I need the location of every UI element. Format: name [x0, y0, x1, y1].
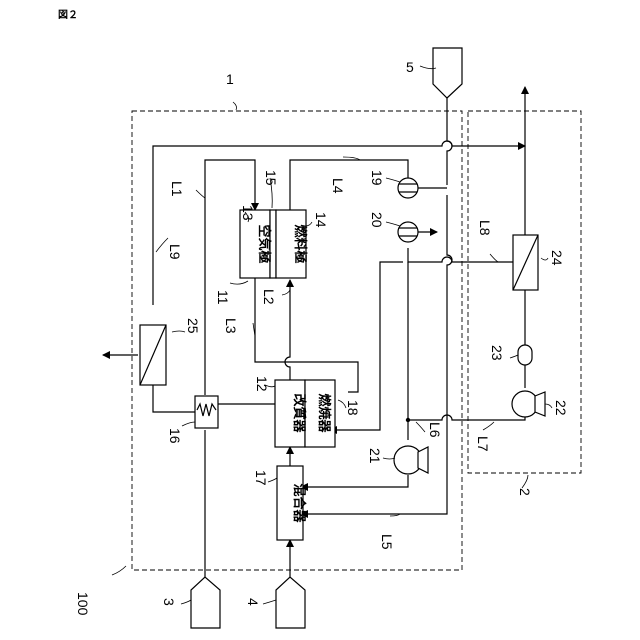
- label-11: 11: [215, 290, 231, 305]
- label-20: 20: [369, 212, 385, 228]
- line-label-L6: L6: [427, 422, 443, 438]
- label-24: 24: [549, 250, 565, 266]
- label-12: 12: [254, 376, 270, 392]
- pump-22: [512, 391, 545, 417]
- label-100: 100: [75, 592, 91, 616]
- label-13: 13: [240, 205, 256, 221]
- water-tank-5: [433, 48, 462, 98]
- leader-lines: [112, 66, 552, 604]
- label-14: 14: [313, 212, 329, 228]
- label-21: 21: [367, 448, 383, 464]
- label-3: 3: [161, 598, 177, 606]
- burner-label: 燃焼器: [317, 393, 332, 433]
- line-label-L8: L8: [477, 220, 493, 236]
- label-5: 5: [406, 59, 414, 75]
- label-25: 25: [185, 318, 201, 334]
- line-label-L3: L3: [223, 318, 239, 334]
- air-electrode-label: 空気極: [257, 224, 272, 263]
- label-16: 16: [167, 428, 183, 444]
- line-labels: L1 L2 L3 L4 L5 L6 L7 L8 L9: [167, 178, 493, 550]
- valve-20: [398, 222, 418, 242]
- heat-exchanger-24: [513, 235, 538, 290]
- label-22: 22: [553, 400, 569, 416]
- heat-exchanger-16: [195, 396, 218, 428]
- line-label-L9: L9: [167, 244, 183, 260]
- tank-23: [518, 345, 532, 365]
- label-4: 4: [245, 598, 261, 606]
- fuel-supply-4: [276, 577, 305, 628]
- label-17: 17: [253, 470, 269, 486]
- label-15: 15: [263, 170, 279, 186]
- valve-19: [398, 178, 418, 198]
- line-label-L7: L7: [475, 436, 491, 452]
- line-label-L2: L2: [261, 289, 277, 305]
- label-23: 23: [489, 345, 505, 361]
- reformer-block-12: 改質器 燃焼器: [275, 380, 335, 447]
- line-label-L1: L1: [169, 181, 185, 197]
- pump-21: [394, 446, 428, 474]
- mixer-17: 混合器: [277, 466, 307, 540]
- label-18: 18: [345, 400, 361, 416]
- label-19: 19: [369, 170, 385, 186]
- label-1: 1: [226, 71, 234, 87]
- mixer-label: 混合器: [292, 483, 307, 523]
- label-2: 2: [517, 488, 533, 496]
- figure-label: 図２: [58, 9, 78, 21]
- air-supply-3: [191, 577, 220, 628]
- fuel-electrode-label: 燃料極: [293, 224, 308, 263]
- line-label-L5: L5: [379, 534, 395, 550]
- pipes: [103, 87, 540, 578]
- reformer-label: 改質器: [292, 393, 307, 433]
- line-label-L4: L4: [330, 178, 346, 194]
- heat-exchanger-25: [140, 325, 166, 385]
